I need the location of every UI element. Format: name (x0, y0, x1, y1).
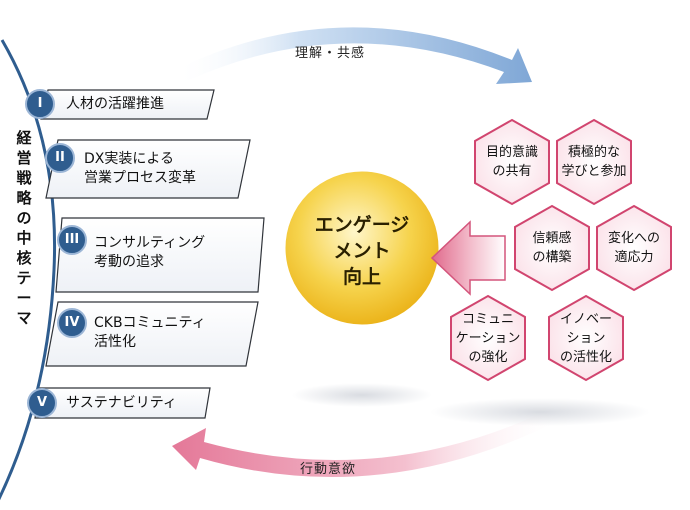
hex-text-6-line-3: の活性化 (559, 350, 612, 365)
pillar-text-2-line-2: 営業プロセス変革 (84, 170, 196, 186)
hex-text-5: コミュニ ケーション の強化 (450, 310, 526, 367)
pillar-number-3: III (64, 232, 80, 247)
hex-factor-2 (556, 118, 632, 206)
hex-factor-6 (548, 294, 624, 382)
core-line-1: エンゲージ (314, 214, 410, 236)
pillar-text-3: コンサルティング 考動の追求 (94, 234, 205, 272)
pillar-text-1-line-1: 人材の活躍推進 (66, 96, 164, 112)
axis-title-vertical: 経営戦略の中核テーマ (16, 129, 32, 327)
pillar-text-3-line-1: コンサルティング (94, 235, 206, 251)
hex-text-1: 目的意識 の共有 (474, 143, 550, 181)
hex-text-4-line-2: 適応力 (614, 250, 654, 265)
hex-text-3-line-2: の構築 (532, 250, 572, 265)
hex-text-4-line-1: 変化への (607, 231, 660, 246)
hex-text-1-line-2: の共有 (492, 164, 532, 179)
factors-to-core-arrow (430, 220, 506, 296)
bottom-arrow-label: 行動意欲 (300, 462, 357, 477)
pillar-text-5-line-1: サステナビリティ (66, 395, 177, 411)
hex-text-5-line-2: ケーション (455, 331, 521, 346)
hex-factor-3 (514, 204, 590, 292)
core-shadow (292, 383, 432, 407)
pillar-number-circle-4 (57, 308, 87, 338)
hex-text-3: 信頼感 の構築 (514, 229, 590, 267)
hex-text-3-line-1: 信頼感 (532, 231, 572, 246)
pillar-text-4-line-1: CKBコミュニティ (94, 315, 206, 331)
hex-text-2: 積極的な 学びと参加 (556, 143, 632, 181)
engagement-core-text: エンゲージ メント 向上 (292, 212, 432, 290)
pillar-number-circle-3 (57, 225, 87, 255)
hex-factor-5 (450, 294, 526, 382)
hex-shadow (430, 398, 650, 426)
pillar-number-2: II (55, 150, 65, 165)
pillar-number-circle-1 (25, 89, 55, 119)
pillar-text-3-line-2: 考動の追求 (94, 254, 164, 270)
pillar-text-2: DX実装による 営業プロセス変革 (84, 150, 196, 188)
hex-factor-4 (596, 204, 672, 292)
pillar-text-5: サステナビリティ (66, 394, 177, 413)
hex-text-1-line-1: 目的意識 (485, 145, 538, 160)
pillar-text-2-line-1: DX実装による (84, 151, 174, 167)
top-arrow-label: 理解・共感 (295, 46, 366, 61)
pillar-text-1: 人材の活躍推進 (66, 95, 164, 114)
hex-text-6-line-1: イノベー (559, 312, 612, 327)
pillar-number-circle-2 (45, 143, 75, 173)
pillar-text-4: CKBコミュニティ 活性化 (94, 314, 206, 352)
pillar-text-4-line-2: 活性化 (94, 334, 136, 350)
hex-text-4: 変化への 適応力 (596, 229, 672, 267)
pillar-number-1: I (37, 96, 43, 111)
core-line-2: メント (333, 240, 391, 262)
bottom-cycle-arrow (172, 410, 560, 478)
hex-text-5-line-1: コミュニ (461, 312, 514, 327)
core-line-3: 向上 (342, 266, 381, 288)
hex-text-6: イノベー ション の活性化 (548, 310, 624, 367)
hex-text-2-line-2: 学びと参加 (561, 164, 627, 179)
engagement-core-circle (282, 168, 442, 328)
pillar-number-5: V (36, 395, 48, 410)
pillar-number-circle-5 (27, 388, 57, 418)
hex-text-6-line-2: ション (566, 331, 606, 346)
hex-text-2-line-1: 積極的な (567, 145, 620, 160)
pillar-banner-4 (45, 301, 259, 367)
pillar-number-4: IV (64, 315, 80, 330)
hex-factor-1 (474, 118, 550, 206)
top-cycle-arrow (175, 27, 532, 84)
pillar-banner-2 (45, 139, 251, 199)
pillar-banner-3 (55, 217, 265, 293)
hex-text-5-line-3: の強化 (468, 350, 508, 365)
